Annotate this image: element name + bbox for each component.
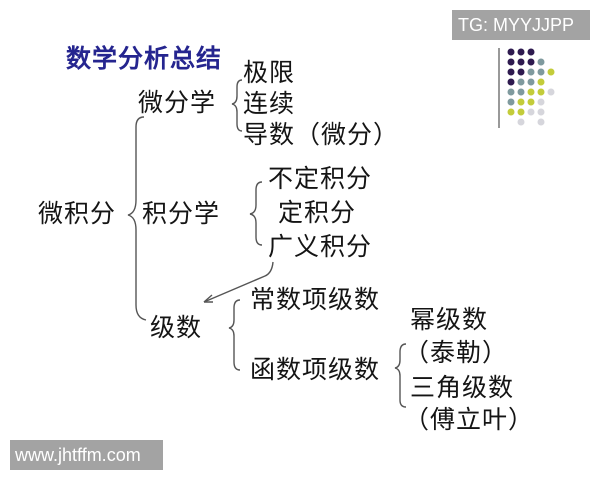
brace-series	[228, 299, 241, 371]
diagram-title: 数学分析总结	[66, 44, 223, 73]
node-limit: 极限	[243, 58, 296, 87]
node-constant-series: 常数项级数	[250, 285, 381, 314]
node-series: 级数	[150, 313, 203, 342]
node-root-calculus: 微积分	[38, 199, 117, 228]
node-power-series: 幂级数	[410, 305, 489, 334]
arrow-line	[203, 261, 274, 303]
node-indefinite-integral: 不定积分	[268, 164, 373, 193]
node-differential-calculus: 微分学	[138, 88, 217, 117]
watermark-bottom-left: www.jhtffm.com	[10, 440, 163, 470]
node-function-series: 函数项级数	[250, 355, 381, 384]
node-taylor: （泰勒）	[404, 338, 509, 367]
arrow-head-icon	[203, 294, 213, 303]
brace-root	[127, 116, 147, 321]
node-definite-integral: 定积分	[278, 198, 357, 227]
node-improper-integral: 广义积分	[268, 232, 373, 261]
node-continuity: 连续	[243, 89, 296, 118]
node-derivative: 导数（微分）	[243, 120, 400, 149]
decorative-dot-grid-icon	[498, 48, 555, 128]
node-fourier: （傅立叶）	[404, 405, 535, 434]
brace-function-series	[394, 343, 407, 408]
watermark-top-right: TG: MYYJJPP	[452, 10, 590, 40]
brace-differential	[231, 79, 243, 132]
node-trigonometric-series: 三角级数	[410, 373, 515, 402]
node-integral-calculus: 积分学	[142, 199, 221, 228]
brace-integral	[249, 181, 263, 246]
